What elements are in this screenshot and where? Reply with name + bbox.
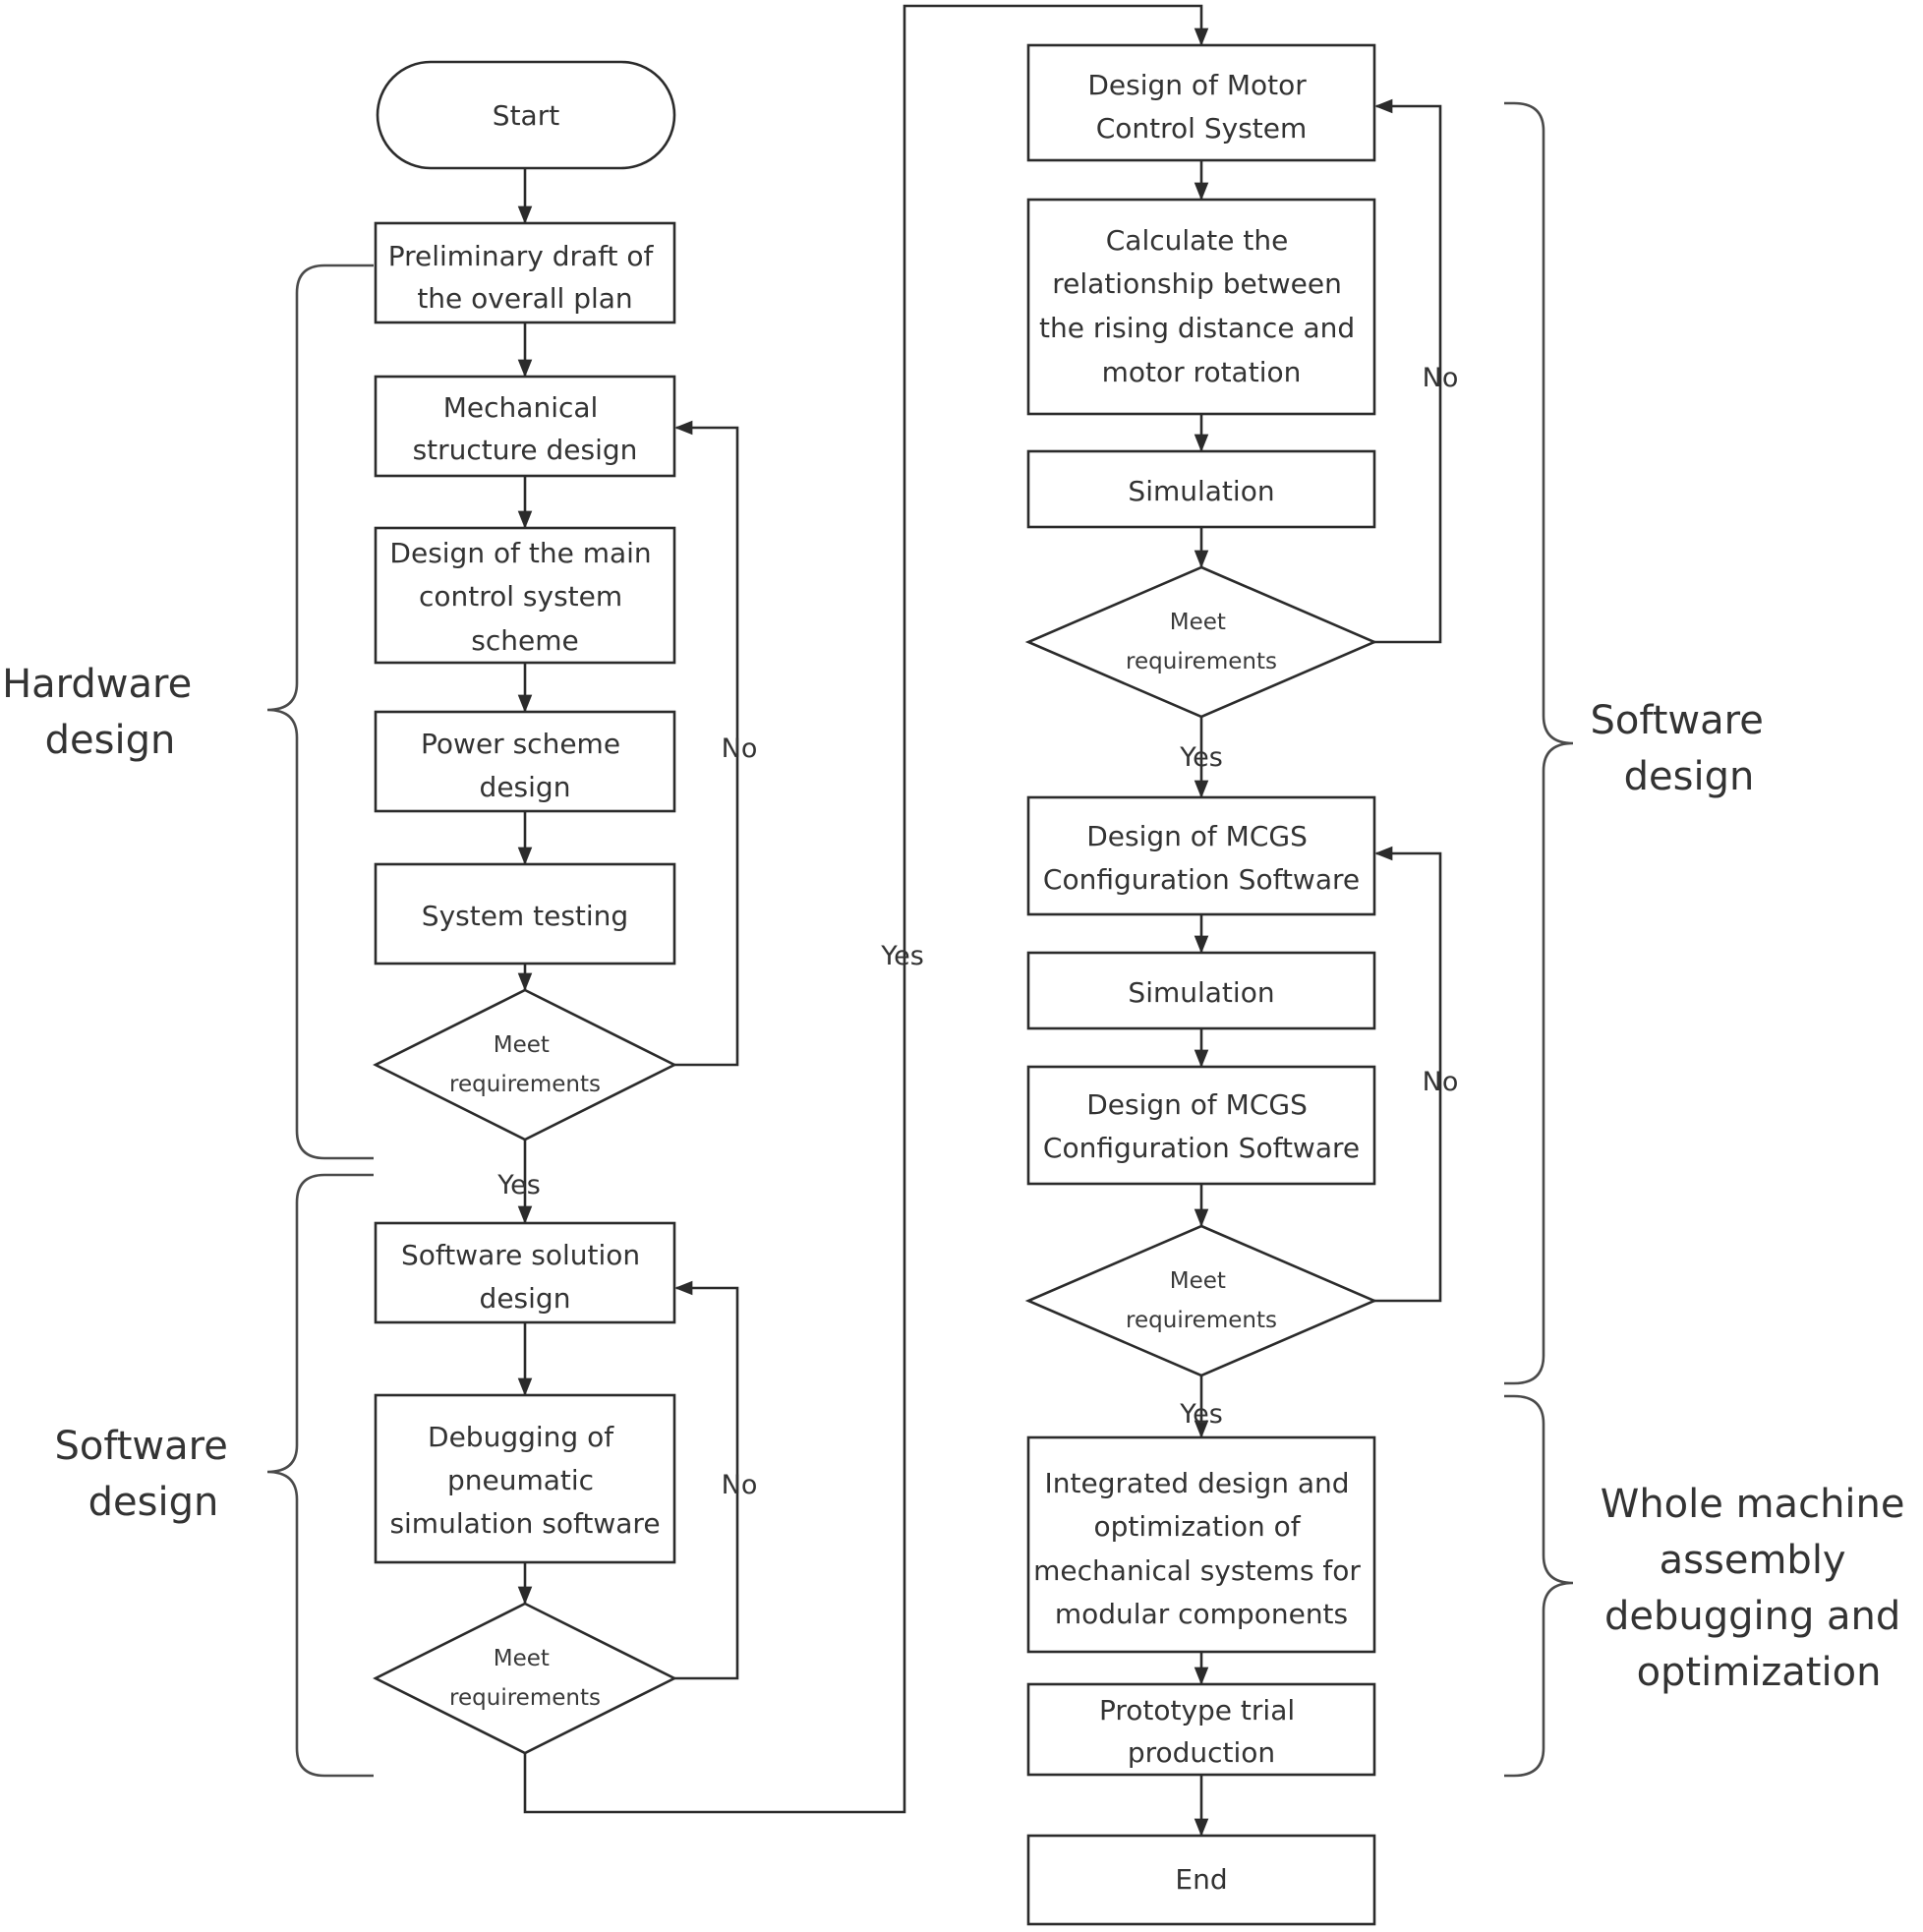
mechanical-structure-label: Mechanical structure design bbox=[413, 391, 638, 466]
power-scheme-label: Power scheme design bbox=[421, 728, 629, 803]
decision-mcgs-label: Meet requirements bbox=[1126, 1268, 1277, 1333]
mcgs-design-1-box: Design of MCGS Configuration Software bbox=[1026, 795, 1376, 916]
group-label-software-right: Software design bbox=[1590, 698, 1776, 799]
main-control-scheme-label: Design of the main control system scheme bbox=[389, 537, 660, 657]
prototype-production-label: Prototype trial production bbox=[1099, 1694, 1304, 1769]
preliminary-draft-label: Preliminary draft of the overall plan bbox=[388, 240, 663, 315]
edge-label-no-motor: No bbox=[1423, 363, 1459, 393]
decision-software-left-label: Meet requirements bbox=[449, 1646, 601, 1711]
brace-hardware bbox=[266, 263, 374, 1160]
mcgs-design-2-box: Design of MCGS Configuration Software bbox=[1026, 1065, 1376, 1186]
arrow-mcgs-no-loop bbox=[1374, 846, 1442, 1303]
mechanical-structure-box: Mechanical structure design bbox=[374, 375, 676, 478]
brace-assembly bbox=[1504, 1394, 1574, 1778]
system-testing-label: System testing bbox=[422, 900, 628, 932]
group-label-assembly: Whole machine assembly debugging and opt… bbox=[1601, 1482, 1917, 1695]
main-control-scheme-box: Design of the main control system scheme bbox=[374, 526, 676, 665]
edge-label-no-hardware: No bbox=[722, 733, 758, 764]
brace-software-left bbox=[266, 1173, 374, 1778]
edge-label-yes-motor: Yes bbox=[1179, 742, 1223, 773]
arrow-hardware-no-loop bbox=[674, 420, 739, 1067]
system-testing-box: System testing bbox=[374, 862, 676, 966]
prototype-production-box: Prototype trial production bbox=[1026, 1682, 1376, 1777]
motor-control-label: Design of Motor Control System bbox=[1087, 69, 1314, 145]
decision-mcgs: Meet requirements bbox=[1024, 1224, 1378, 1377]
edge-label-yes-hardware: Yes bbox=[496, 1170, 541, 1200]
decision-software-left: Meet requirements bbox=[373, 1602, 677, 1755]
edge-label-yes-mcgs: Yes bbox=[1179, 1399, 1223, 1430]
end-node: End bbox=[1026, 1834, 1376, 1926]
arrow-software-left-yes-cross bbox=[523, 4, 1209, 1814]
simulation-1-label: Simulation bbox=[1128, 475, 1274, 507]
pneumatic-debugging-label: Debugging of pneumatic simulation softwa… bbox=[389, 1421, 660, 1540]
decision-hardware-label: Meet requirements bbox=[449, 1032, 601, 1097]
decision-motor: Meet requirements bbox=[1024, 565, 1378, 719]
power-scheme-box: Power scheme design bbox=[374, 710, 676, 813]
calculate-relationship-box: Calculate the relationship between the r… bbox=[1026, 198, 1376, 416]
arrow-software-left-no-loop bbox=[674, 1280, 739, 1680]
brace-software-right bbox=[1504, 101, 1574, 1385]
integrated-design-label: Integrated design and optimization of me… bbox=[1033, 1467, 1369, 1630]
edge-label-yes-cross: Yes bbox=[880, 941, 924, 971]
decision-hardware: Meet requirements bbox=[373, 988, 677, 1142]
decision-motor-label: Meet requirements bbox=[1126, 610, 1277, 674]
mcgs-design-2-label: Design of MCGS Configuration Software bbox=[1043, 1088, 1360, 1164]
calculate-relationship-label: Calculate the relationship between the r… bbox=[1039, 224, 1364, 388]
simulation-2-box: Simulation bbox=[1026, 951, 1376, 1030]
group-label-hardware: Hardware design bbox=[2, 662, 204, 763]
edge-label-no-mcgs: No bbox=[1423, 1067, 1459, 1097]
motor-control-box: Design of Motor Control System bbox=[1026, 43, 1376, 162]
end-node-label: End bbox=[1175, 1863, 1227, 1896]
simulation-2-label: Simulation bbox=[1128, 976, 1274, 1009]
simulation-1-box: Simulation bbox=[1026, 449, 1376, 529]
group-label-software-left: Software design bbox=[54, 1424, 240, 1525]
start-node-label: Start bbox=[493, 99, 559, 132]
connectors bbox=[517, 4, 1442, 1837]
pneumatic-debugging-box: Debugging of pneumatic simulation softwa… bbox=[374, 1393, 676, 1564]
software-solution-label: Software solution design bbox=[401, 1239, 649, 1315]
integrated-design-box: Integrated design and optimization of me… bbox=[1026, 1435, 1376, 1654]
arrow-motor-no-loop bbox=[1374, 98, 1442, 644]
software-solution-box: Software solution design bbox=[374, 1221, 676, 1324]
edge-label-no-software-left: No bbox=[722, 1470, 758, 1500]
start-node: Start bbox=[376, 60, 676, 170]
mcgs-design-1-label: Design of MCGS Configuration Software bbox=[1043, 820, 1360, 896]
preliminary-draft-box: Preliminary draft of the overall plan bbox=[374, 221, 676, 324]
